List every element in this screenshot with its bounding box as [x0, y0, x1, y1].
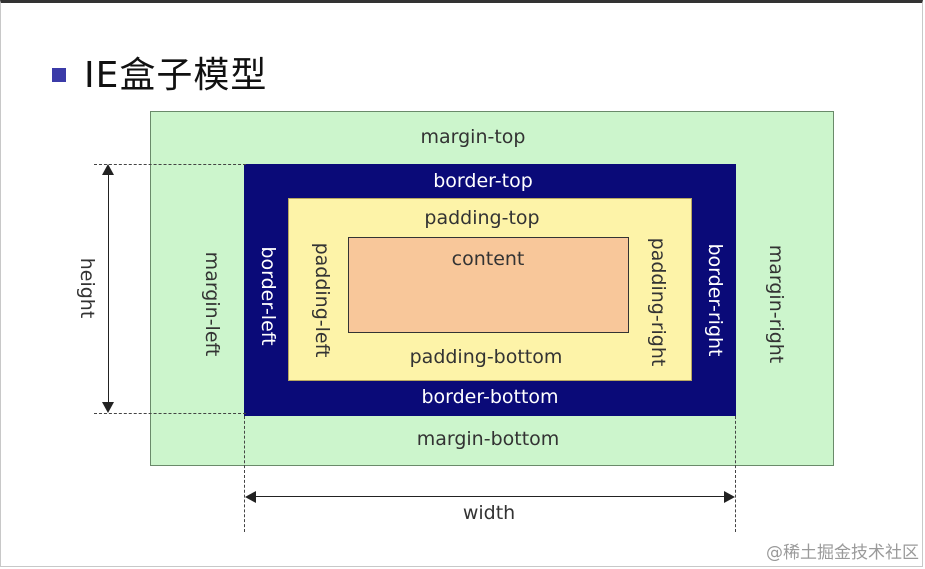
padding-bottom-label: padding-bottom: [409, 346, 563, 368]
height-arrow-down-icon: [102, 402, 114, 413]
width-right-guide: [735, 416, 736, 532]
width-arrow-left-icon: [245, 491, 256, 503]
margin-top-label: margin-top: [420, 126, 526, 148]
margin-bottom-label: margin-bottom: [416, 428, 560, 450]
height-dimension-line: [108, 170, 109, 408]
height-arrow-up-icon: [102, 164, 114, 175]
border-left-label: border-left: [257, 246, 279, 346]
border-bottom-label: border-bottom: [421, 386, 559, 408]
margin-left-label: margin-left: [201, 251, 223, 357]
slide-title: IE盒子模型: [84, 55, 268, 96]
watermark: @稀土掘金技术社区: [766, 543, 919, 563]
border-right-label: border-right: [704, 243, 726, 357]
width-label: width: [462, 502, 516, 524]
height-label: height: [76, 257, 98, 319]
margin-right-label: margin-right: [765, 244, 787, 364]
height-bottom-guide: [94, 413, 246, 414]
padding-top-label: padding-top: [424, 207, 540, 229]
width-dimension-line: [250, 496, 729, 497]
content-area: [348, 237, 629, 333]
width-left-guide: [244, 416, 245, 532]
bullet-square-icon: [52, 68, 66, 82]
title-row: IE盒子模型: [52, 44, 267, 100]
padding-right-label: padding-right: [647, 237, 669, 367]
height-top-guide: [94, 164, 246, 165]
content-label: content: [451, 248, 525, 270]
width-arrow-right-icon: [724, 491, 735, 503]
padding-left-label: padding-left: [311, 242, 333, 358]
border-top-label: border-top: [433, 170, 533, 192]
